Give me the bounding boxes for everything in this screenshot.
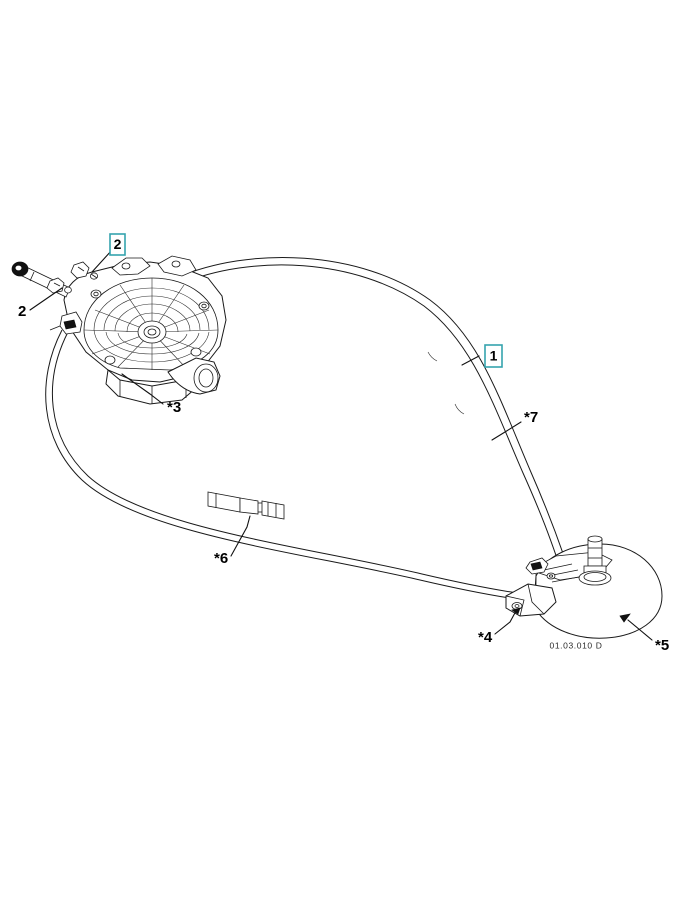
leader-5 (627, 619, 653, 641)
callout-3-label: *3 (167, 399, 181, 416)
callout-6-label: *6 (214, 550, 228, 567)
drawing-number: 01.03.010 D (550, 640, 603, 650)
cable-anchor-clip (525, 557, 549, 586)
spindle-shaft (578, 535, 612, 586)
callout-2-highlight-box[interactable] (109, 233, 126, 256)
blower-fan-housing (49, 255, 227, 405)
callout-1-label: 1 (490, 348, 498, 364)
leader-2-lower (29, 287, 63, 311)
callout-1-highlight-box[interactable] (484, 344, 503, 368)
cable-adjuster-coupler (207, 491, 285, 520)
leader-1 (461, 355, 480, 366)
outer-control-cable (175, 256, 567, 565)
leader-2-upper (91, 249, 113, 273)
callout-2-upper-label: 2 (114, 236, 122, 252)
callout-4-label: *4 (478, 629, 493, 646)
callout-2-lower-label: 2 (18, 303, 26, 320)
leader-6 (230, 515, 251, 557)
leader-4 (494, 610, 517, 635)
callout-5-label: *5 (655, 637, 669, 654)
inner-control-cable (45, 329, 542, 603)
pulley-deck-assembly (505, 535, 663, 639)
leader-3 (121, 373, 164, 405)
deck-mount-bracket (505, 583, 557, 617)
callout-7-label: *7 (524, 409, 538, 426)
control-rod-assembly (11, 261, 99, 298)
fastener-nut-upper (70, 261, 99, 280)
callout-leaders (29, 249, 653, 641)
leader-7 (491, 421, 522, 441)
